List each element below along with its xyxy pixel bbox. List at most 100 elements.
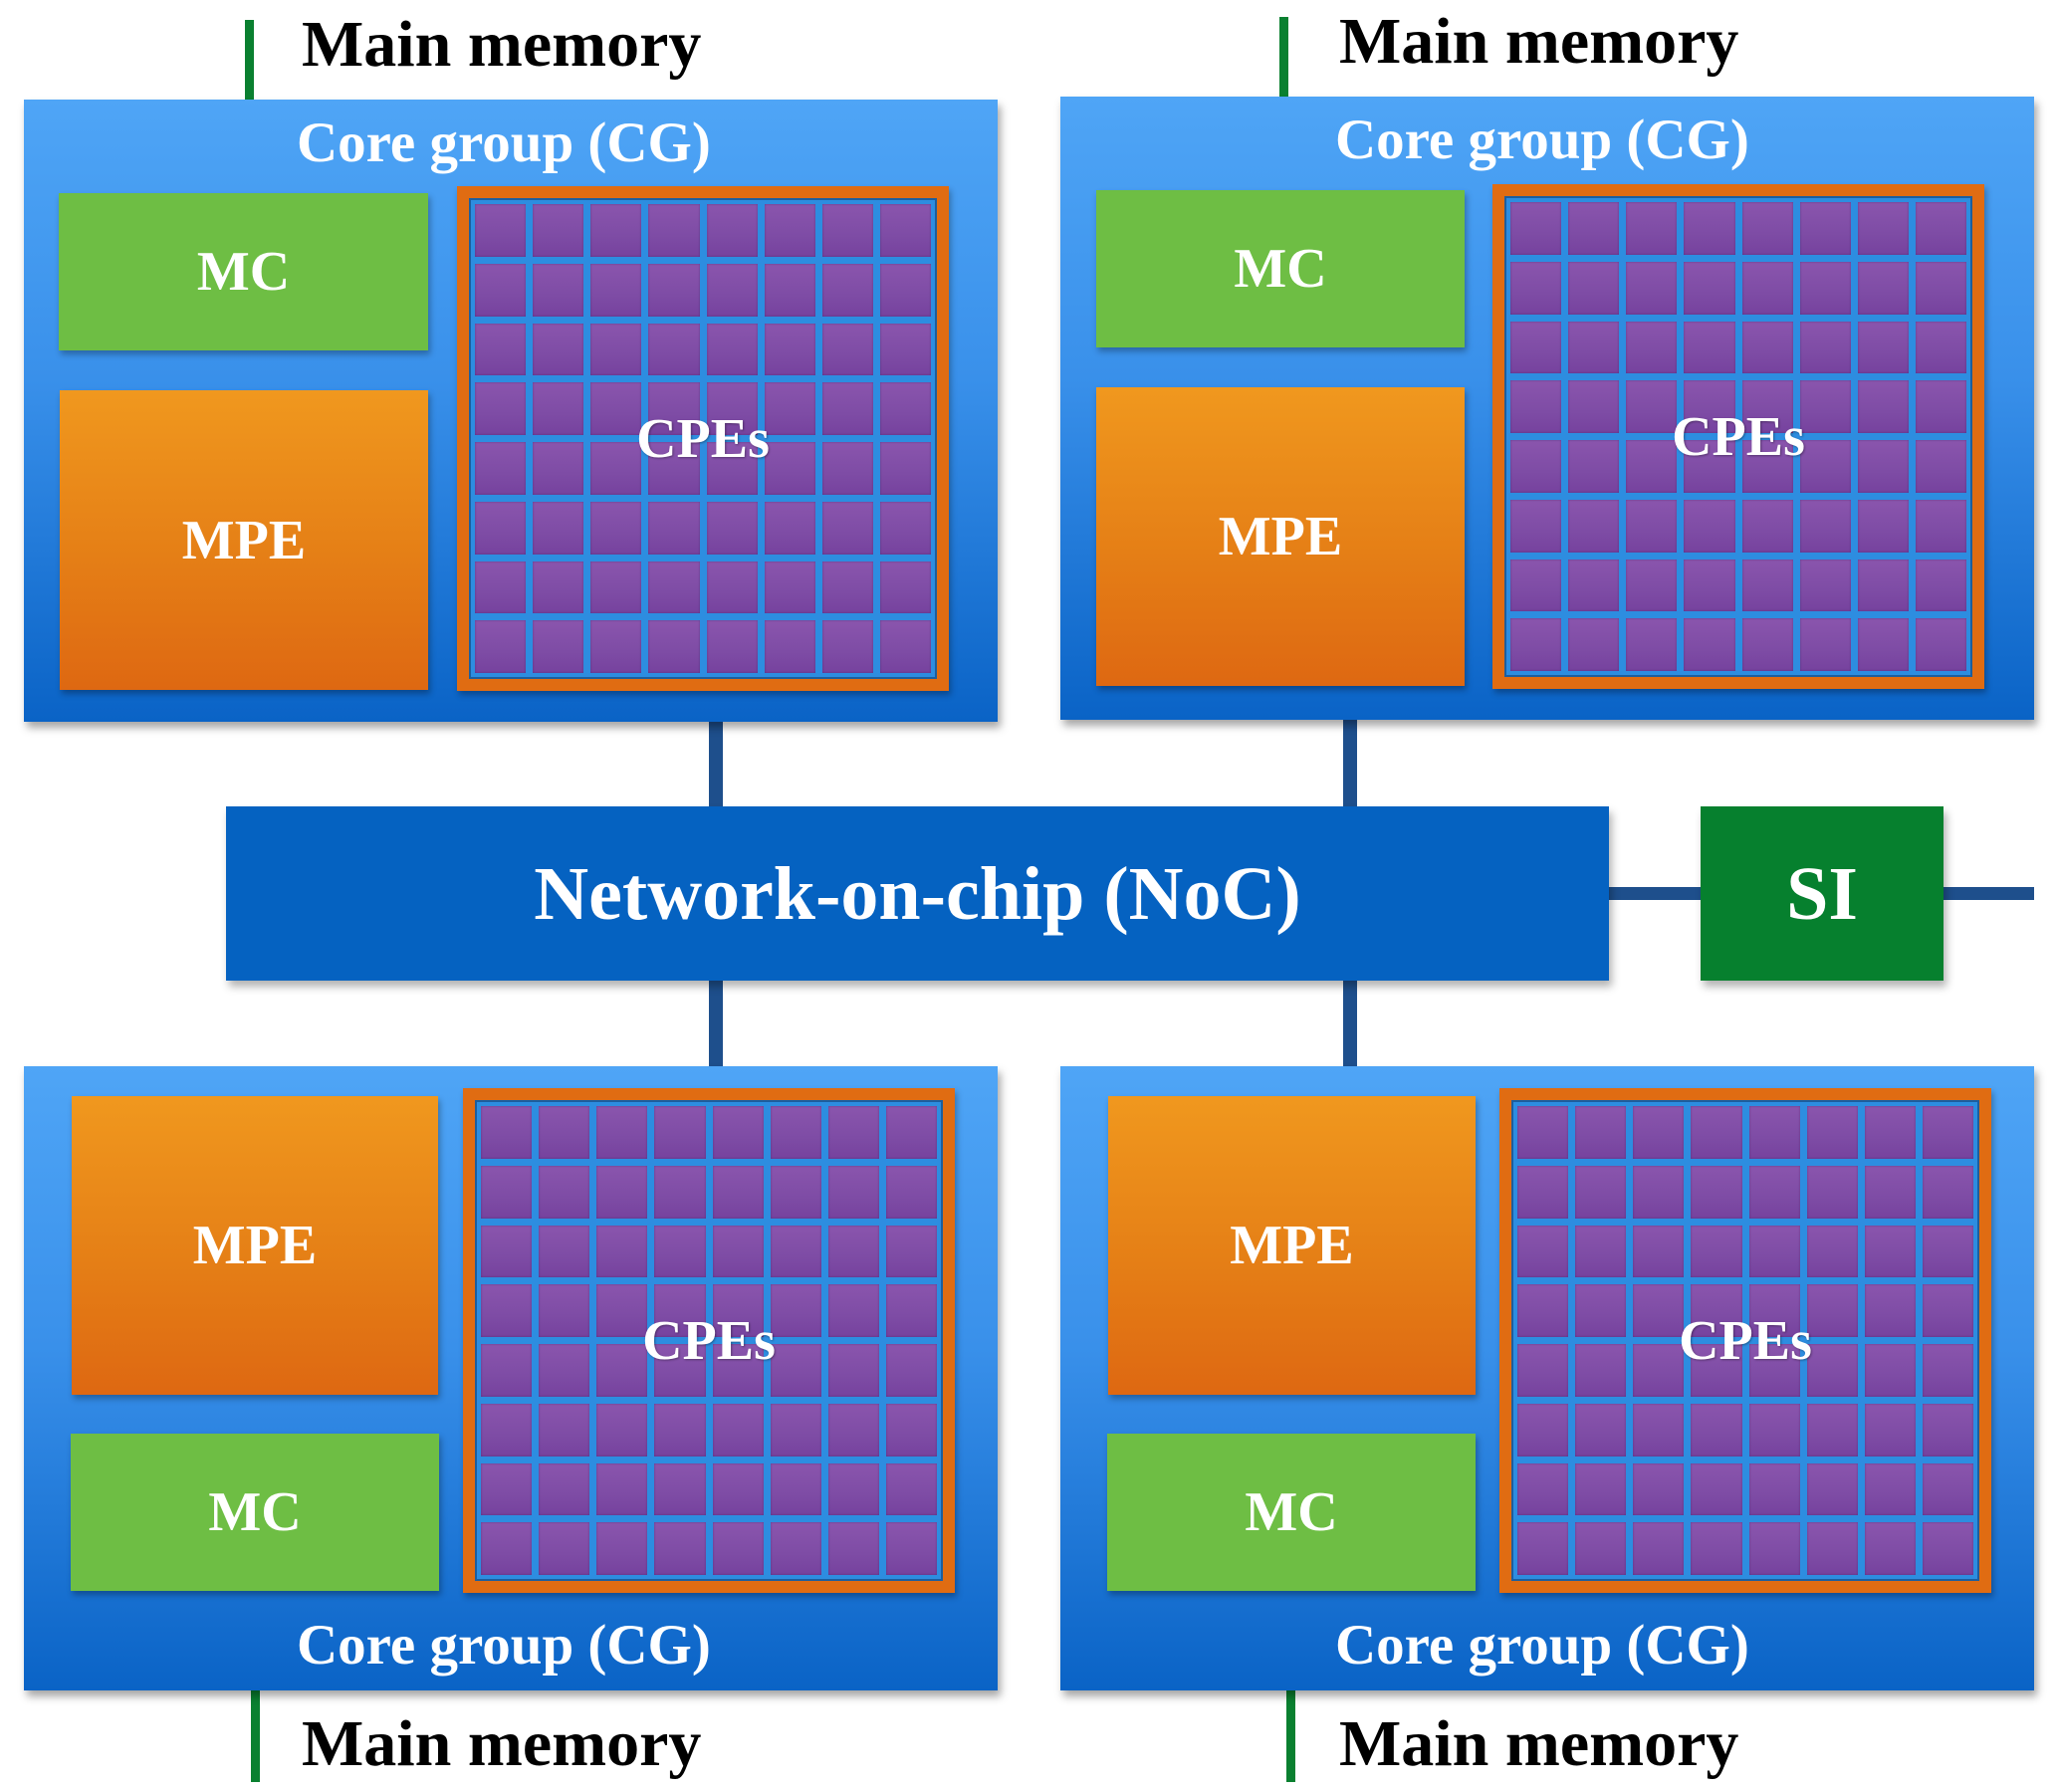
- cpe-cell: [1748, 1522, 1800, 1575]
- cpe-cell: [590, 501, 642, 555]
- cpe-cell: [533, 204, 584, 257]
- cpe-cell: [1575, 1344, 1627, 1397]
- cpe-cell: [821, 501, 873, 555]
- cpe-cell: [770, 1225, 821, 1278]
- cpe-cell: [764, 382, 815, 435]
- cpe-cell: [475, 382, 527, 435]
- cpe-cell: [706, 204, 758, 257]
- cpe-cell: [596, 1165, 648, 1219]
- memory-controller: MC: [71, 1434, 439, 1591]
- cpe-cell: [1799, 618, 1851, 671]
- cpe-cell: [648, 263, 700, 317]
- cpe-cell: [821, 620, 873, 673]
- cpe-cell: [885, 1403, 937, 1456]
- cpe-cell: [648, 204, 700, 257]
- mc-label: MC: [1234, 238, 1327, 300]
- cpe-cell: [1510, 499, 1562, 553]
- cpe-cell: [1575, 1284, 1627, 1337]
- cpe-cell: [648, 442, 700, 495]
- cpe-cell: [1915, 440, 1966, 493]
- cpe-cell: [885, 1165, 937, 1219]
- cpe-cell: [596, 1403, 648, 1456]
- cpe-cell: [1857, 618, 1909, 671]
- cpe-label: CPEs: [1679, 1309, 1812, 1372]
- cpe-cell: [648, 323, 700, 376]
- cpe-cell: [1922, 1403, 1973, 1456]
- cpe-cell: [590, 263, 642, 317]
- cpe-cell: [1510, 321, 1562, 374]
- cpe-cell: [879, 382, 931, 435]
- cpe-cell: [1799, 380, 1851, 433]
- management-processing-element: MPE: [60, 390, 428, 690]
- cpe-cell: [1510, 559, 1562, 612]
- cpe-cell: [827, 1403, 879, 1456]
- cpe-cell: [1517, 1284, 1569, 1337]
- cpe-cell: [1568, 499, 1620, 553]
- cpe-cell: [1748, 1225, 1800, 1278]
- main-memory-label-top-right: Main memory: [1339, 5, 1739, 78]
- cpe-cell: [1626, 618, 1678, 671]
- cpe-cell: [770, 1165, 821, 1219]
- cpe-cell: [596, 1225, 648, 1278]
- mc-label: MC: [196, 241, 291, 303]
- noc-link-bottom-right: [1343, 979, 1357, 1068]
- cpe-cell: [764, 442, 815, 495]
- cpe-cell: [1568, 261, 1620, 315]
- cpe-cell: [1741, 559, 1793, 612]
- cpe-cell: [533, 560, 584, 614]
- cpe-cell: [827, 1522, 879, 1575]
- cpe-cell: [821, 204, 873, 257]
- cpe-cell: [1517, 1462, 1569, 1516]
- cpe-cluster: CPEs: [1499, 1088, 1991, 1593]
- cpe-cell: [1857, 261, 1909, 315]
- cpe-label: CPEs: [636, 407, 770, 470]
- noc-link-bottom-left: [709, 979, 723, 1068]
- cpe-cell: [1517, 1344, 1569, 1397]
- cpe-cell: [712, 1462, 764, 1516]
- cpe-cell: [596, 1462, 648, 1516]
- cpe-cell: [770, 1344, 821, 1397]
- cpe-cell: [1575, 1225, 1627, 1278]
- cpe-cell: [827, 1225, 879, 1278]
- cpe-cell: [1922, 1106, 1973, 1159]
- cpe-cell: [1626, 261, 1678, 315]
- cpe-cell: [1741, 202, 1793, 255]
- mpe-label: MPE: [181, 509, 307, 571]
- cpe-cell: [1806, 1284, 1858, 1337]
- main-memory-label-top-left: Main memory: [302, 8, 702, 81]
- cpe-cell: [1799, 559, 1851, 612]
- cpe-grid: [475, 1100, 943, 1581]
- cpe-cell: [590, 204, 642, 257]
- cpe-cell: [1691, 1522, 1742, 1575]
- core-group-top-left: Core group (CG) MC MPE CPEs: [24, 100, 998, 722]
- cpe-cell: [764, 263, 815, 317]
- cpe-cell: [590, 560, 642, 614]
- cpe-cell: [654, 1462, 706, 1516]
- cpe-cell: [596, 1106, 648, 1159]
- cpe-cell: [1915, 321, 1966, 374]
- cpe-cell: [821, 442, 873, 495]
- core-group-title: Core group (CG): [1335, 109, 1749, 171]
- cpe-cell: [539, 1403, 590, 1456]
- cpe-cell: [821, 323, 873, 376]
- cpe-cell: [1748, 1284, 1800, 1337]
- core-group-bottom-right: MPE MC CPEs Core group (CG): [1060, 1066, 2034, 1690]
- noc-link-top-right: [1343, 717, 1357, 808]
- cpe-cell: [1568, 559, 1620, 612]
- cpe-cell: [1510, 618, 1562, 671]
- cpe-cell: [1806, 1165, 1858, 1219]
- cpe-cell: [770, 1403, 821, 1456]
- cpe-cell: [1633, 1344, 1685, 1397]
- cpe-cell: [1741, 321, 1793, 374]
- cpe-cell: [648, 620, 700, 673]
- cpe-cell: [533, 620, 584, 673]
- cpe-cell: [1517, 1106, 1569, 1159]
- cpe-cell: [712, 1284, 764, 1337]
- cpe-cell: [539, 1284, 590, 1337]
- cpe-cell: [1517, 1522, 1569, 1575]
- cpe-cell: [1741, 440, 1793, 493]
- cpe-cell: [1864, 1344, 1916, 1397]
- cpe-cell: [1922, 1462, 1973, 1516]
- noc-label: Network-on-chip (NoC): [534, 851, 1301, 936]
- cpe-cell: [1857, 440, 1909, 493]
